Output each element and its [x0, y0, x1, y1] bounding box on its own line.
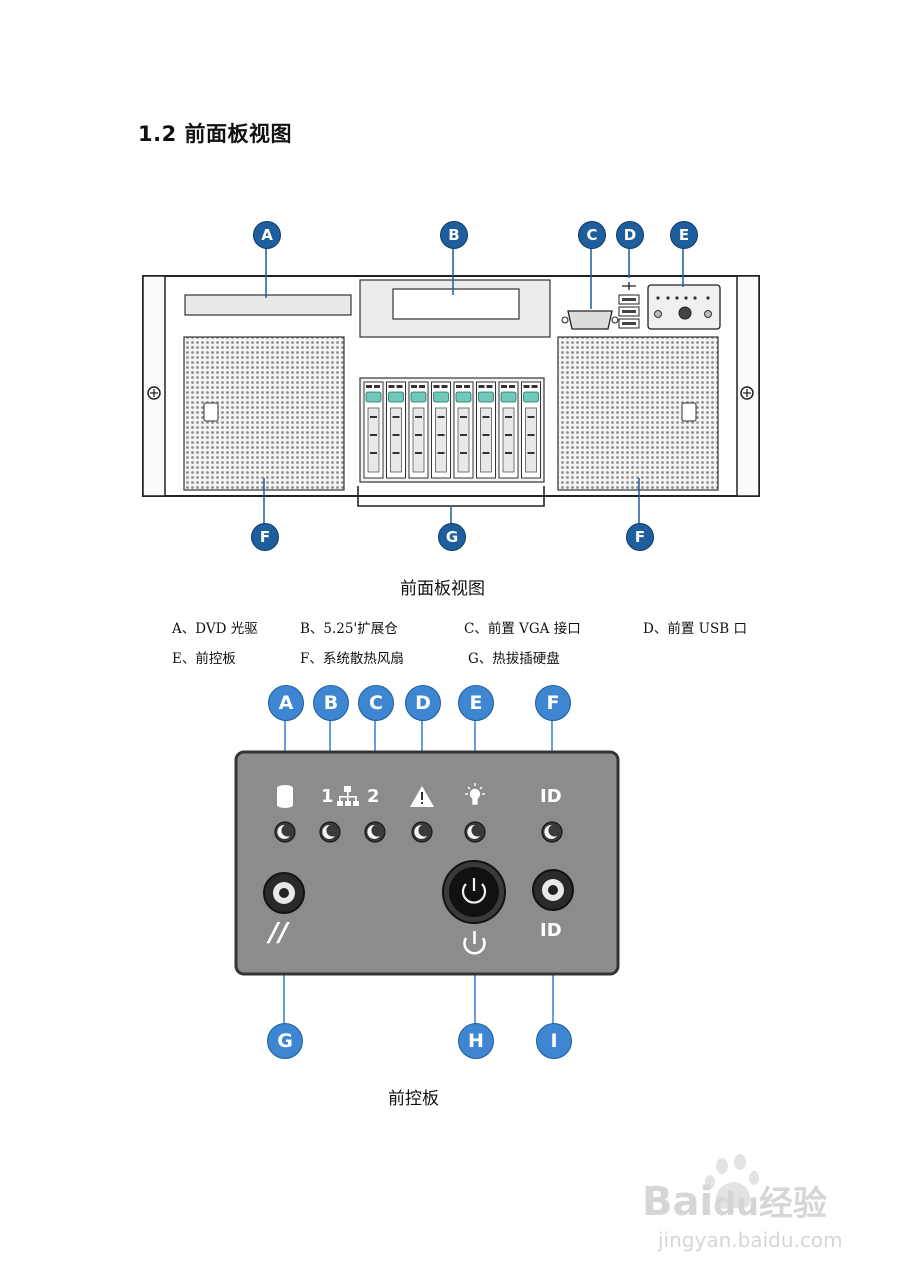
callout-f-right: F [626, 523, 654, 551]
panel-callout-f: F [535, 685, 571, 721]
panel-callout-e: E [458, 685, 494, 721]
control-panel-caption: 前控板 [388, 1089, 439, 1109]
control-panel-diagram: 1 2 ID // ID A B C D E F G H I [0, 680, 905, 1080]
watermark-brand-jingyan: 经验 [758, 1184, 827, 1224]
panel-callout-b: B [313, 685, 349, 721]
lan1-label: 1 [321, 786, 334, 807]
front-panel-drawing [142, 248, 760, 524]
paw-icon [705, 1154, 759, 1209]
drive-sled [408, 381, 429, 479]
legend-d: D、前置 USB 口 [643, 621, 747, 637]
vga-port [567, 310, 613, 330]
callout-e: E [670, 221, 698, 249]
control-panel-drawing [234, 715, 620, 1025]
status-light-icon [465, 783, 485, 805]
reset-button-graphic [263, 872, 305, 914]
callout-a: A [253, 221, 281, 249]
lan2-label: 2 [367, 786, 380, 807]
panel-callout-h: H [458, 1023, 494, 1059]
legend-a: A、DVD 光驱 [172, 621, 258, 637]
chassis-ear-left [142, 275, 166, 497]
power-button-graphic [442, 860, 506, 924]
watermark-brand-bai: Bai [642, 1179, 714, 1225]
leader-lines [263, 248, 684, 524]
reset-label: // [269, 918, 288, 948]
id-button-label: ID [540, 920, 562, 941]
legend-f: F、系统散热风扇 [300, 651, 404, 667]
chassis-ear-right [736, 275, 760, 497]
front-panel-diagram: A B C D E F G F [0, 0, 905, 600]
baidu-watermark: Baidu经验 jingyan.baidu.com [640, 1150, 900, 1260]
drive-sled [386, 381, 406, 479]
panel-callout-i: I [536, 1023, 572, 1059]
watermark-brand-du: du [713, 1185, 759, 1223]
panel-callout-g: G [267, 1023, 303, 1059]
panel-callout-c: C [358, 685, 394, 721]
legend-g: G、热拔插硬盘 [468, 651, 560, 667]
drive-sled [431, 381, 451, 479]
drive-sled [476, 381, 496, 479]
watermark-brand: Baidu经验 [642, 1176, 827, 1225]
section-title: 1.2 前面板视图 [138, 122, 293, 146]
callout-b: B [440, 221, 468, 249]
drive-sled [363, 381, 384, 479]
id-led-label: ID [540, 786, 562, 807]
callout-f-left: F [251, 523, 279, 551]
legend-b: B、5.25'扩展仓 [300, 621, 398, 637]
hdd-icon [277, 785, 293, 808]
callout-d: D [616, 221, 644, 249]
dvd-drive [184, 294, 352, 316]
id-button-graphic [532, 869, 574, 911]
watermark-url: jingyan.baidu.com [658, 1228, 843, 1252]
network-icon [337, 786, 359, 806]
legend-e: E、前控板 [172, 651, 236, 667]
panel-callout-d: D [405, 685, 441, 721]
legend-c: C、前置 VGA 接口 [464, 621, 581, 637]
front-view-caption: 前面板视图 [400, 579, 485, 599]
drive-sled [453, 381, 474, 479]
drive-sled [521, 381, 541, 479]
usb-ports [618, 282, 640, 329]
callout-c: C [578, 221, 606, 249]
control-panel-face [234, 750, 620, 976]
drive-sled [498, 381, 519, 479]
hot-swap-drives [363, 381, 541, 479]
power-icon [463, 931, 486, 955]
warning-icon [410, 786, 434, 807]
panel-callout-a: A [268, 685, 304, 721]
callout-g: G [438, 523, 466, 551]
